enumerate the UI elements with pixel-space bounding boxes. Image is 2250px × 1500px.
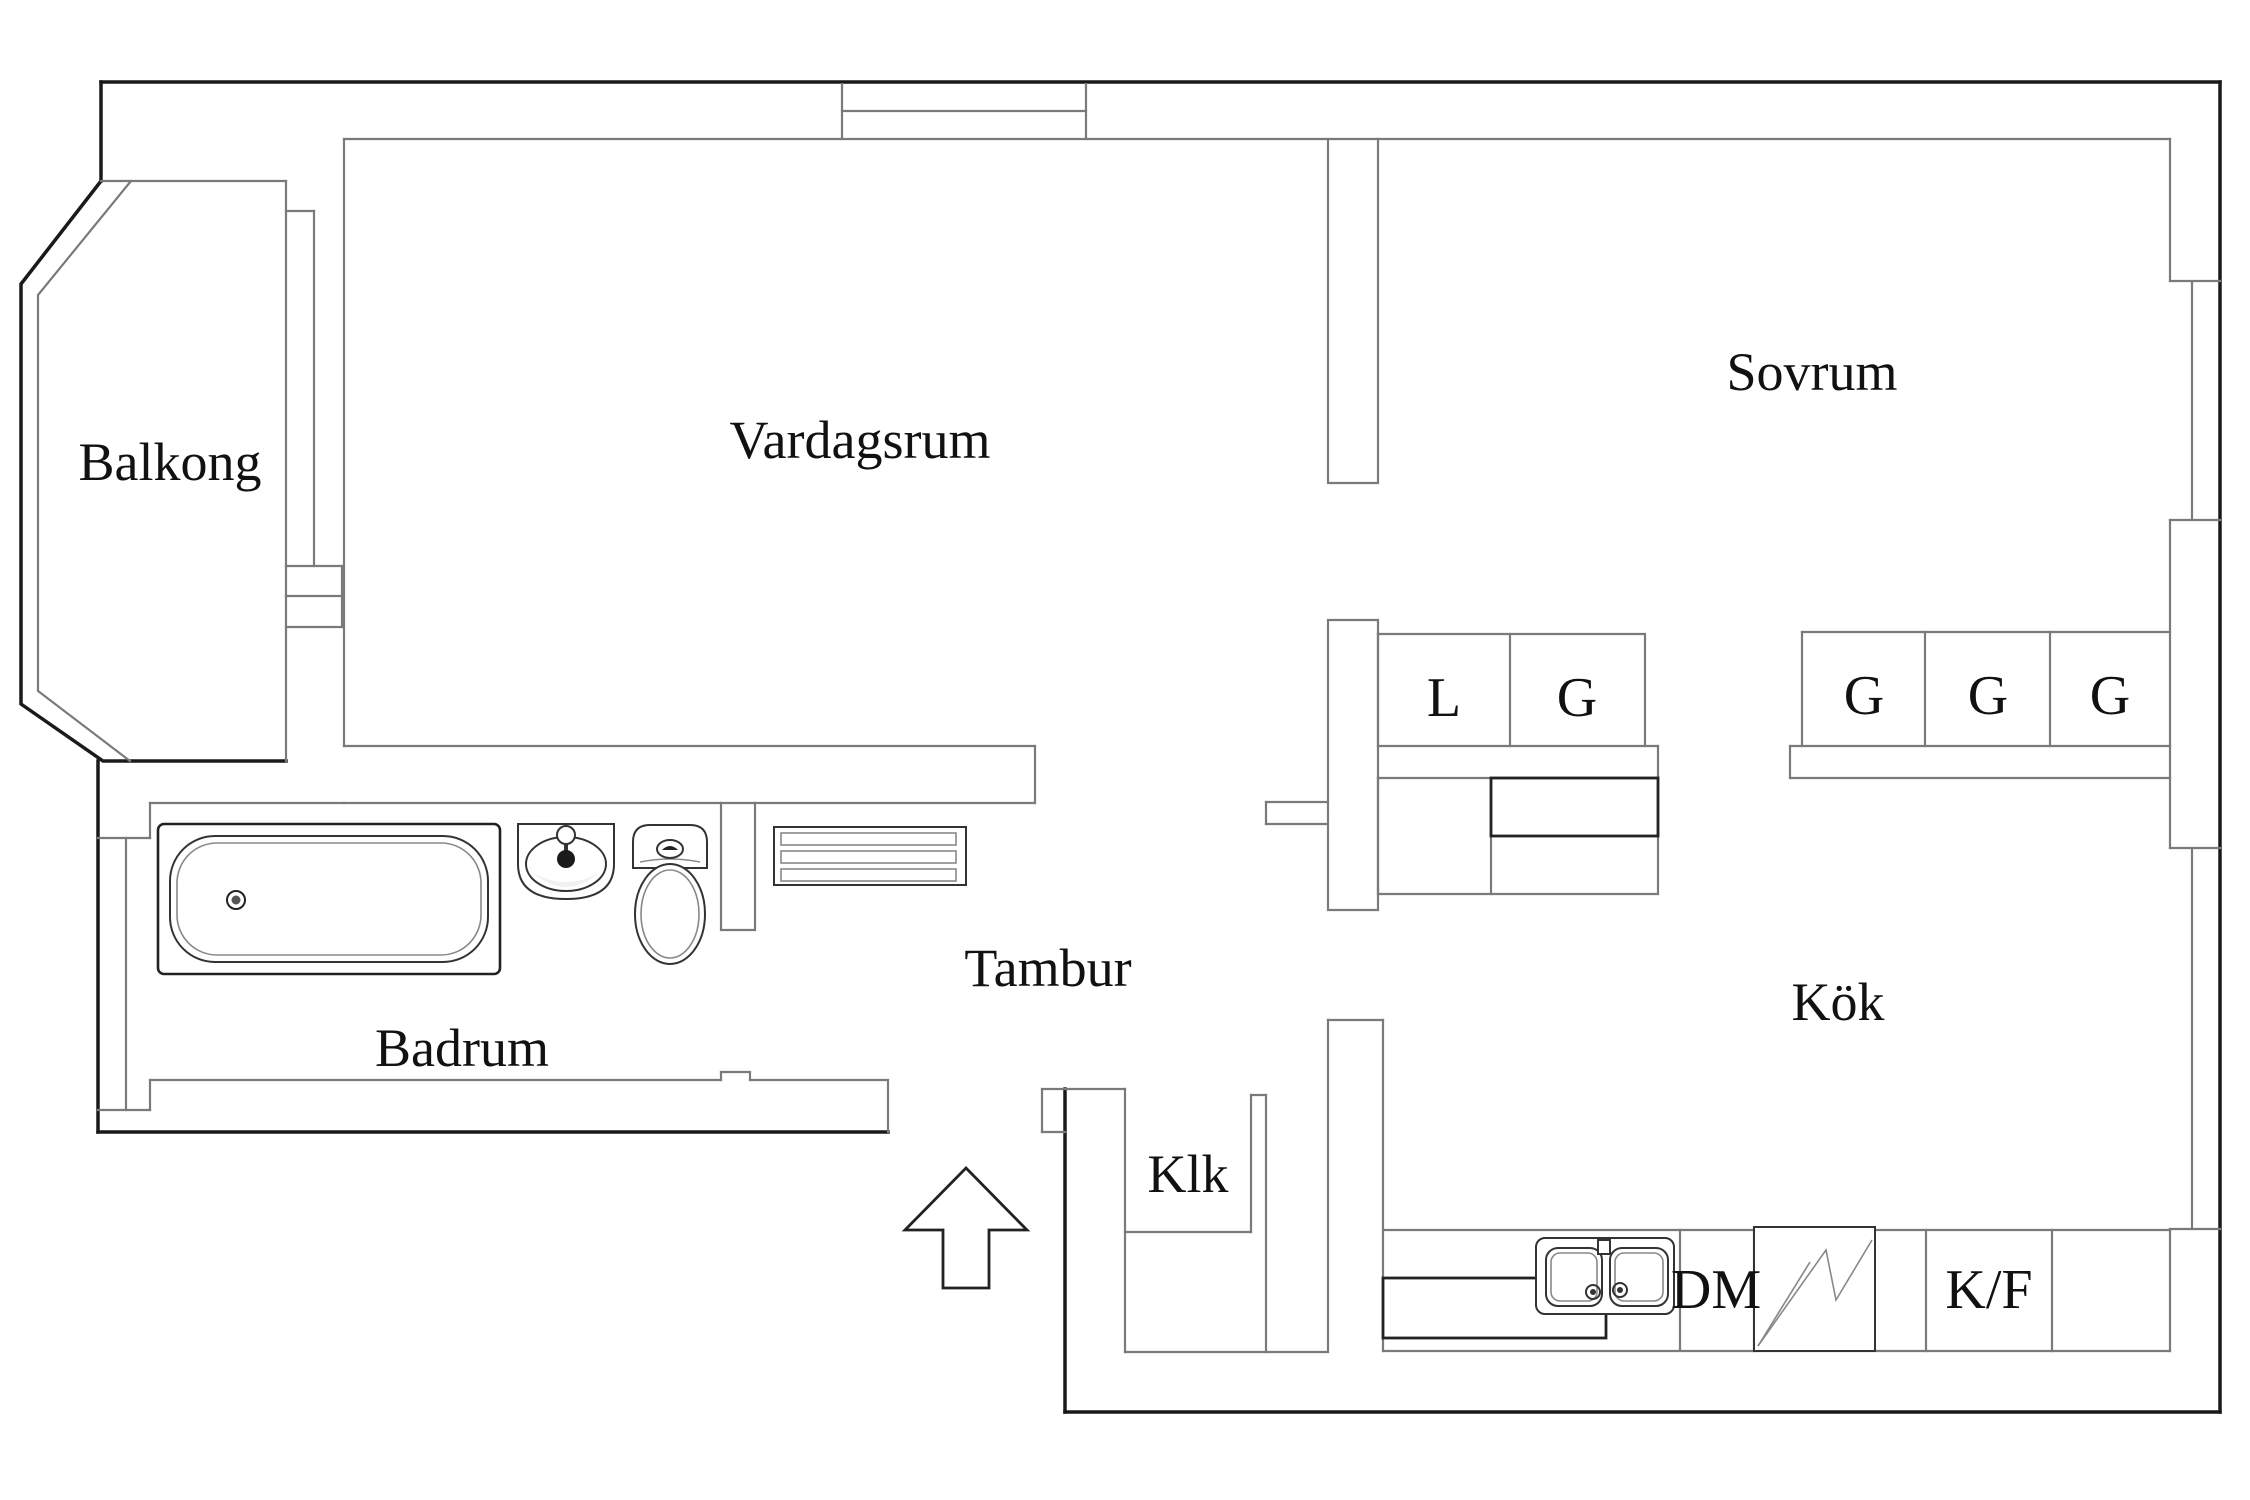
interior-walls: [96, 82, 2222, 1354]
washbasin-icon: [517, 823, 615, 901]
appliance-label-dishwasher: DM: [1671, 1259, 1761, 1321]
room-label-sovrum: Sovrum: [1726, 342, 1897, 402]
room-label-klk: Klk: [1148, 1144, 1229, 1204]
closet-label-wardrobe-2: G: [1844, 665, 1884, 727]
outer-walls: [19, 80, 2222, 1414]
stove-lightning-icon: [1753, 1226, 1876, 1352]
radiator-icon: [773, 826, 967, 886]
closet-label-linen: L: [1427, 667, 1461, 729]
appliance-label-fridge-freezer: K/F: [1945, 1259, 2032, 1321]
room-label-vardagsrum: Vardagsrum: [730, 410, 991, 470]
room-label-tambur: Tambur: [964, 938, 1131, 998]
kitchen-sink-icon: [1535, 1237, 1675, 1315]
closet-boxes: [1376, 630, 2172, 896]
bathtub-icon: [156, 822, 502, 976]
toilet-icon: [632, 824, 708, 965]
closet-label-wardrobe-3: G: [1968, 665, 2008, 727]
room-label-badrum: Badrum: [375, 1018, 549, 1078]
room-label-balkong: Balkong: [79, 432, 262, 492]
room-label-kok: Kök: [1792, 972, 1885, 1032]
closet-label-wardrobe-4: G: [2090, 665, 2130, 727]
closet-label-wardrobe-1: G: [1557, 667, 1597, 729]
balcony-structure: [36, 179, 344, 763]
entrance-arrow-icon: [901, 1166, 1031, 1290]
